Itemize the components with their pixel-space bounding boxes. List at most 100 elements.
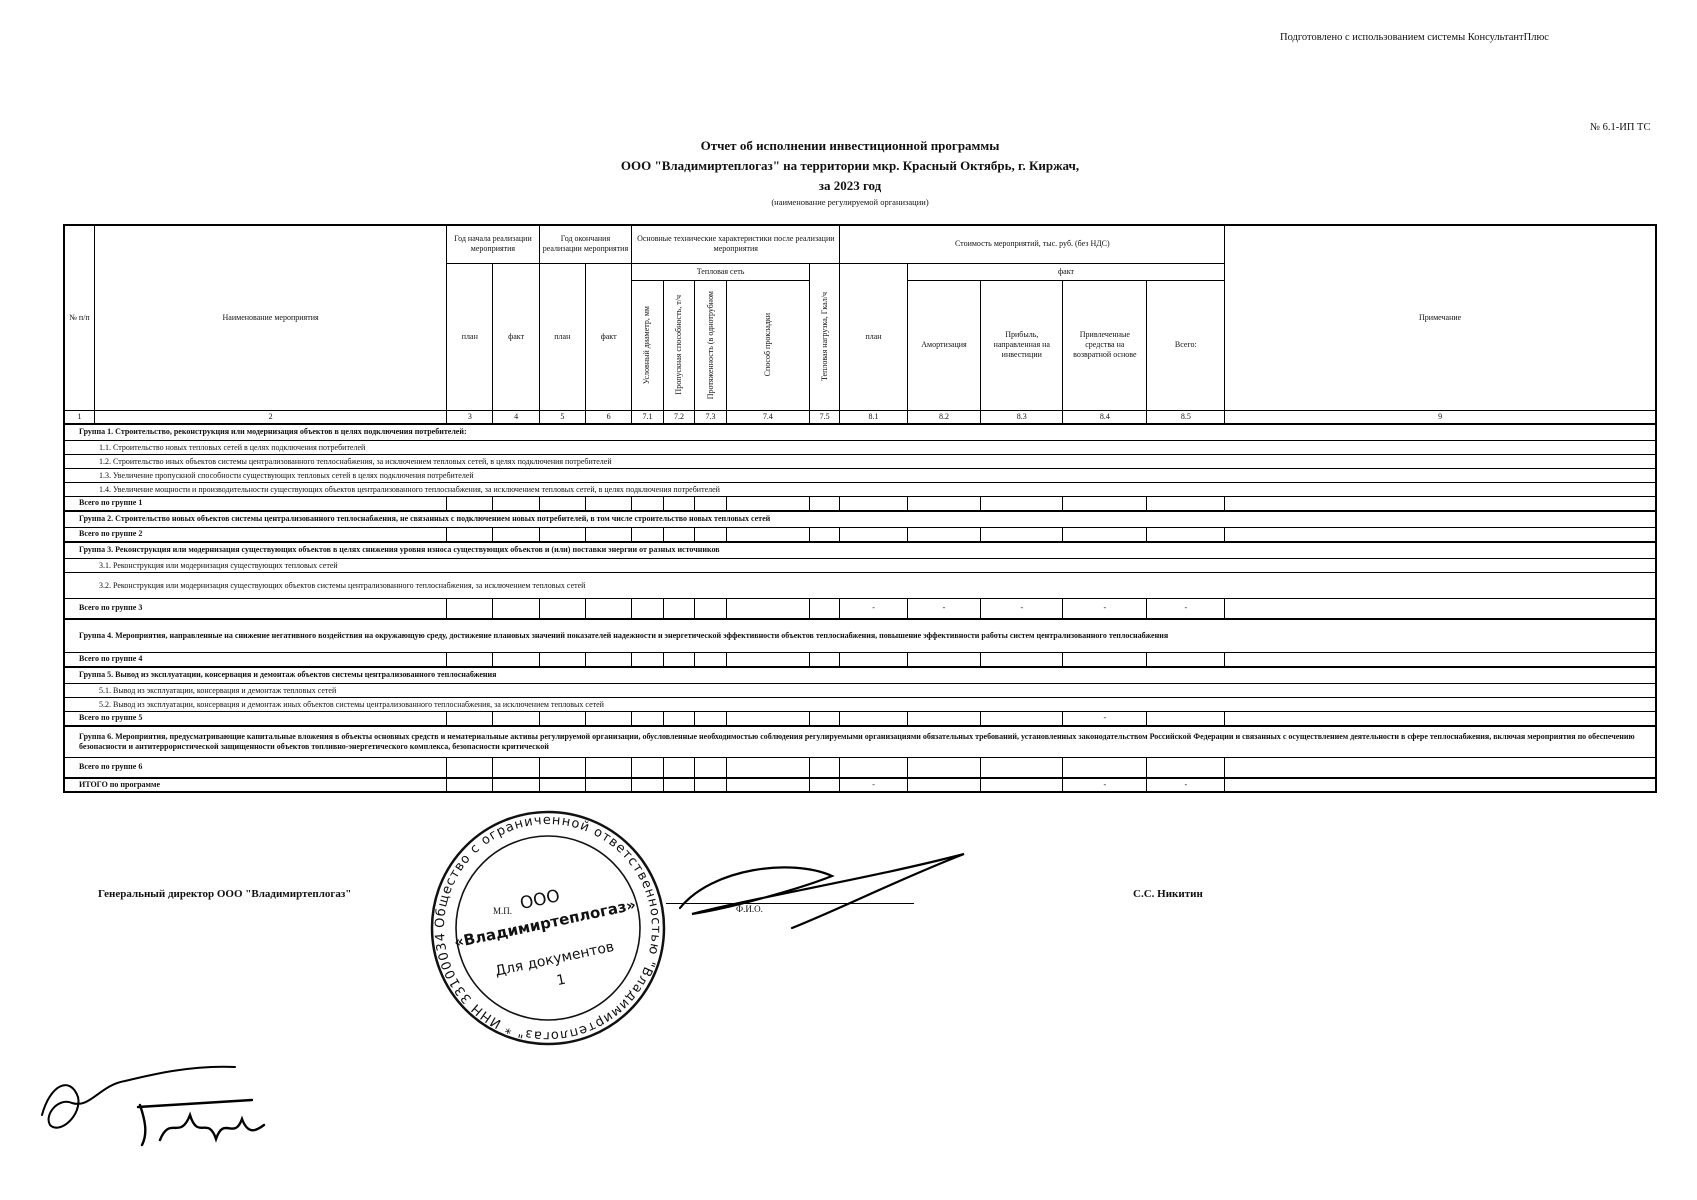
col-head-diameter: Условный диаметр, мм: [631, 279, 664, 411]
cost-value-cell: [906, 757, 982, 779]
column-number-cell: 2: [93, 409, 448, 425]
subgroup-title: 5.1. Вывод из эксплуатации, консервация …: [63, 683, 1657, 698]
note-cell: [1224, 777, 1657, 793]
empty-cell: [808, 496, 841, 512]
col-head-tech: Основные технические характеристики посл…: [631, 224, 841, 264]
empty-cell: [662, 652, 696, 668]
empty-cell: [631, 527, 664, 543]
empty-cell: [808, 598, 841, 620]
empty-cell: [584, 652, 633, 668]
group-title: Группа 6. Мероприятия, предусматривающие…: [63, 725, 1657, 758]
empty-cell: [446, 757, 494, 779]
column-number-cell: 1: [63, 409, 95, 425]
length-label: Протяженность (в однотрубном: [705, 290, 715, 400]
cost-value-cell: [980, 496, 1064, 512]
empty-cell: [662, 527, 696, 543]
note-cell: [1224, 496, 1657, 512]
col-head-end-fact: факт: [584, 262, 633, 411]
stamp-center-line4: 1: [555, 972, 567, 990]
col-head-year-end: Год окончания реализации мероприятия: [538, 224, 633, 264]
total-label: Всего по группе 3: [63, 598, 448, 620]
cost-value-cell: [839, 757, 908, 779]
cost-value-cell: -: [980, 598, 1064, 620]
empty-cell: [584, 711, 633, 727]
empty-cell: [725, 527, 810, 543]
total-row: Всего по группе 1: [63, 496, 1657, 512]
report-title: Отчет об исполнении инвестиционной прогр…: [700, 138, 1000, 153]
organization-caption: (наименование регулируемой организации): [771, 197, 929, 207]
subgroup-row: 1.4. Увеличение мощности и производитель…: [63, 482, 1657, 497]
column-number-cell: 3: [446, 409, 494, 425]
empty-cell: [446, 598, 494, 620]
column-number-cell: 8.2: [906, 409, 982, 425]
subgroup-title: 1.2. Строительство иных объектов системы…: [63, 454, 1657, 469]
empty-cell: [446, 496, 494, 512]
empty-cell: [808, 652, 841, 668]
empty-cell: [662, 777, 696, 793]
prepared-note: Подготовлено с использованием системы Ко…: [1280, 32, 1549, 43]
signature-line: [666, 903, 914, 904]
cost-value-cell: -: [1146, 777, 1226, 793]
col-head-total: Всего:: [1146, 279, 1226, 411]
empty-cell: [446, 711, 494, 727]
empty-cell: [808, 777, 841, 793]
empty-cell: [492, 598, 540, 620]
empty-cell: [538, 598, 586, 620]
column-number-cell: 6: [584, 409, 633, 425]
cost-value-cell: -: [906, 598, 982, 620]
empty-cell: [631, 757, 664, 779]
total-row: Всего по группе 4: [63, 652, 1657, 668]
cost-value-cell: [906, 496, 982, 512]
column-number-cell: 7.4: [725, 409, 810, 425]
cost-value-cell: [906, 777, 982, 793]
empty-cell: [584, 598, 633, 620]
col-head-cost-fact: факт: [906, 262, 1226, 281]
empty-cell: [538, 527, 586, 543]
diameter-label: Условный диаметр, мм: [642, 305, 652, 385]
empty-cell: [492, 496, 540, 512]
col-head-capacity: Пропускная способность, т/ч: [662, 279, 696, 411]
column-number-cell: 7.3: [694, 409, 727, 425]
empty-cell: [538, 496, 586, 512]
director-position: Генеральный директор ООО "Владимиртеплог…: [98, 888, 352, 900]
cost-value-cell: -: [1062, 598, 1148, 620]
cost-value-cell: [1146, 652, 1226, 668]
stamp-place-label: М.П.: [493, 906, 513, 916]
cost-value-cell: [980, 757, 1064, 779]
empty-cell: [694, 652, 727, 668]
group-title: Группа 4. Мероприятия, направленные на с…: [63, 618, 1657, 653]
column-number-cell: 8.3: [980, 409, 1064, 425]
cost-value-cell: [839, 527, 908, 543]
cost-value-cell: [980, 711, 1064, 727]
subgroup-title: 3.2. Реконструкция или модернизация суще…: [63, 572, 1657, 599]
report-title-block: Отчет об исполнении инвестиционной прогр…: [560, 136, 1140, 207]
empty-cell: [538, 777, 586, 793]
empty-cell: [492, 527, 540, 543]
total-label: Всего по группе 6: [63, 757, 448, 779]
cost-value-cell: -: [1146, 598, 1226, 620]
empty-cell: [538, 652, 586, 668]
subgroup-title: 5.2. Вывод из эксплуатации, консервация …: [63, 697, 1657, 712]
column-number-cell: 7.5: [808, 409, 841, 425]
note-cell: [1224, 652, 1657, 668]
cost-value-cell: [906, 711, 982, 727]
empty-cell: [725, 711, 810, 727]
column-number-cell: 9: [1224, 409, 1657, 425]
empty-cell: [808, 527, 841, 543]
total-row: Всего по группе 6: [63, 757, 1657, 779]
capacity-label: Пропускная способность, т/ч: [674, 295, 683, 395]
group-title: Группа 3. Реконструкция или модернизация…: [63, 541, 1657, 559]
cost-value-cell: [1146, 527, 1226, 543]
column-number-cell: 8.1: [839, 409, 908, 425]
subgroup-title: 1.3. Увеличение пропускной способности с…: [63, 468, 1657, 483]
group-row: Группа 1. Строительство, реконструкция и…: [63, 423, 1657, 441]
col-head-note: Примечание: [1224, 224, 1657, 411]
empty-cell: [446, 652, 494, 668]
director-name: С.С. Никитин: [1133, 888, 1203, 900]
col-head-length: Протяженность (в однотрубном: [694, 279, 727, 411]
column-number-cell: 8.4: [1062, 409, 1148, 425]
note-cell: [1224, 598, 1657, 620]
note-cell: [1224, 711, 1657, 727]
col-head-cost-plan: план: [839, 262, 908, 411]
empty-cell: [662, 757, 696, 779]
